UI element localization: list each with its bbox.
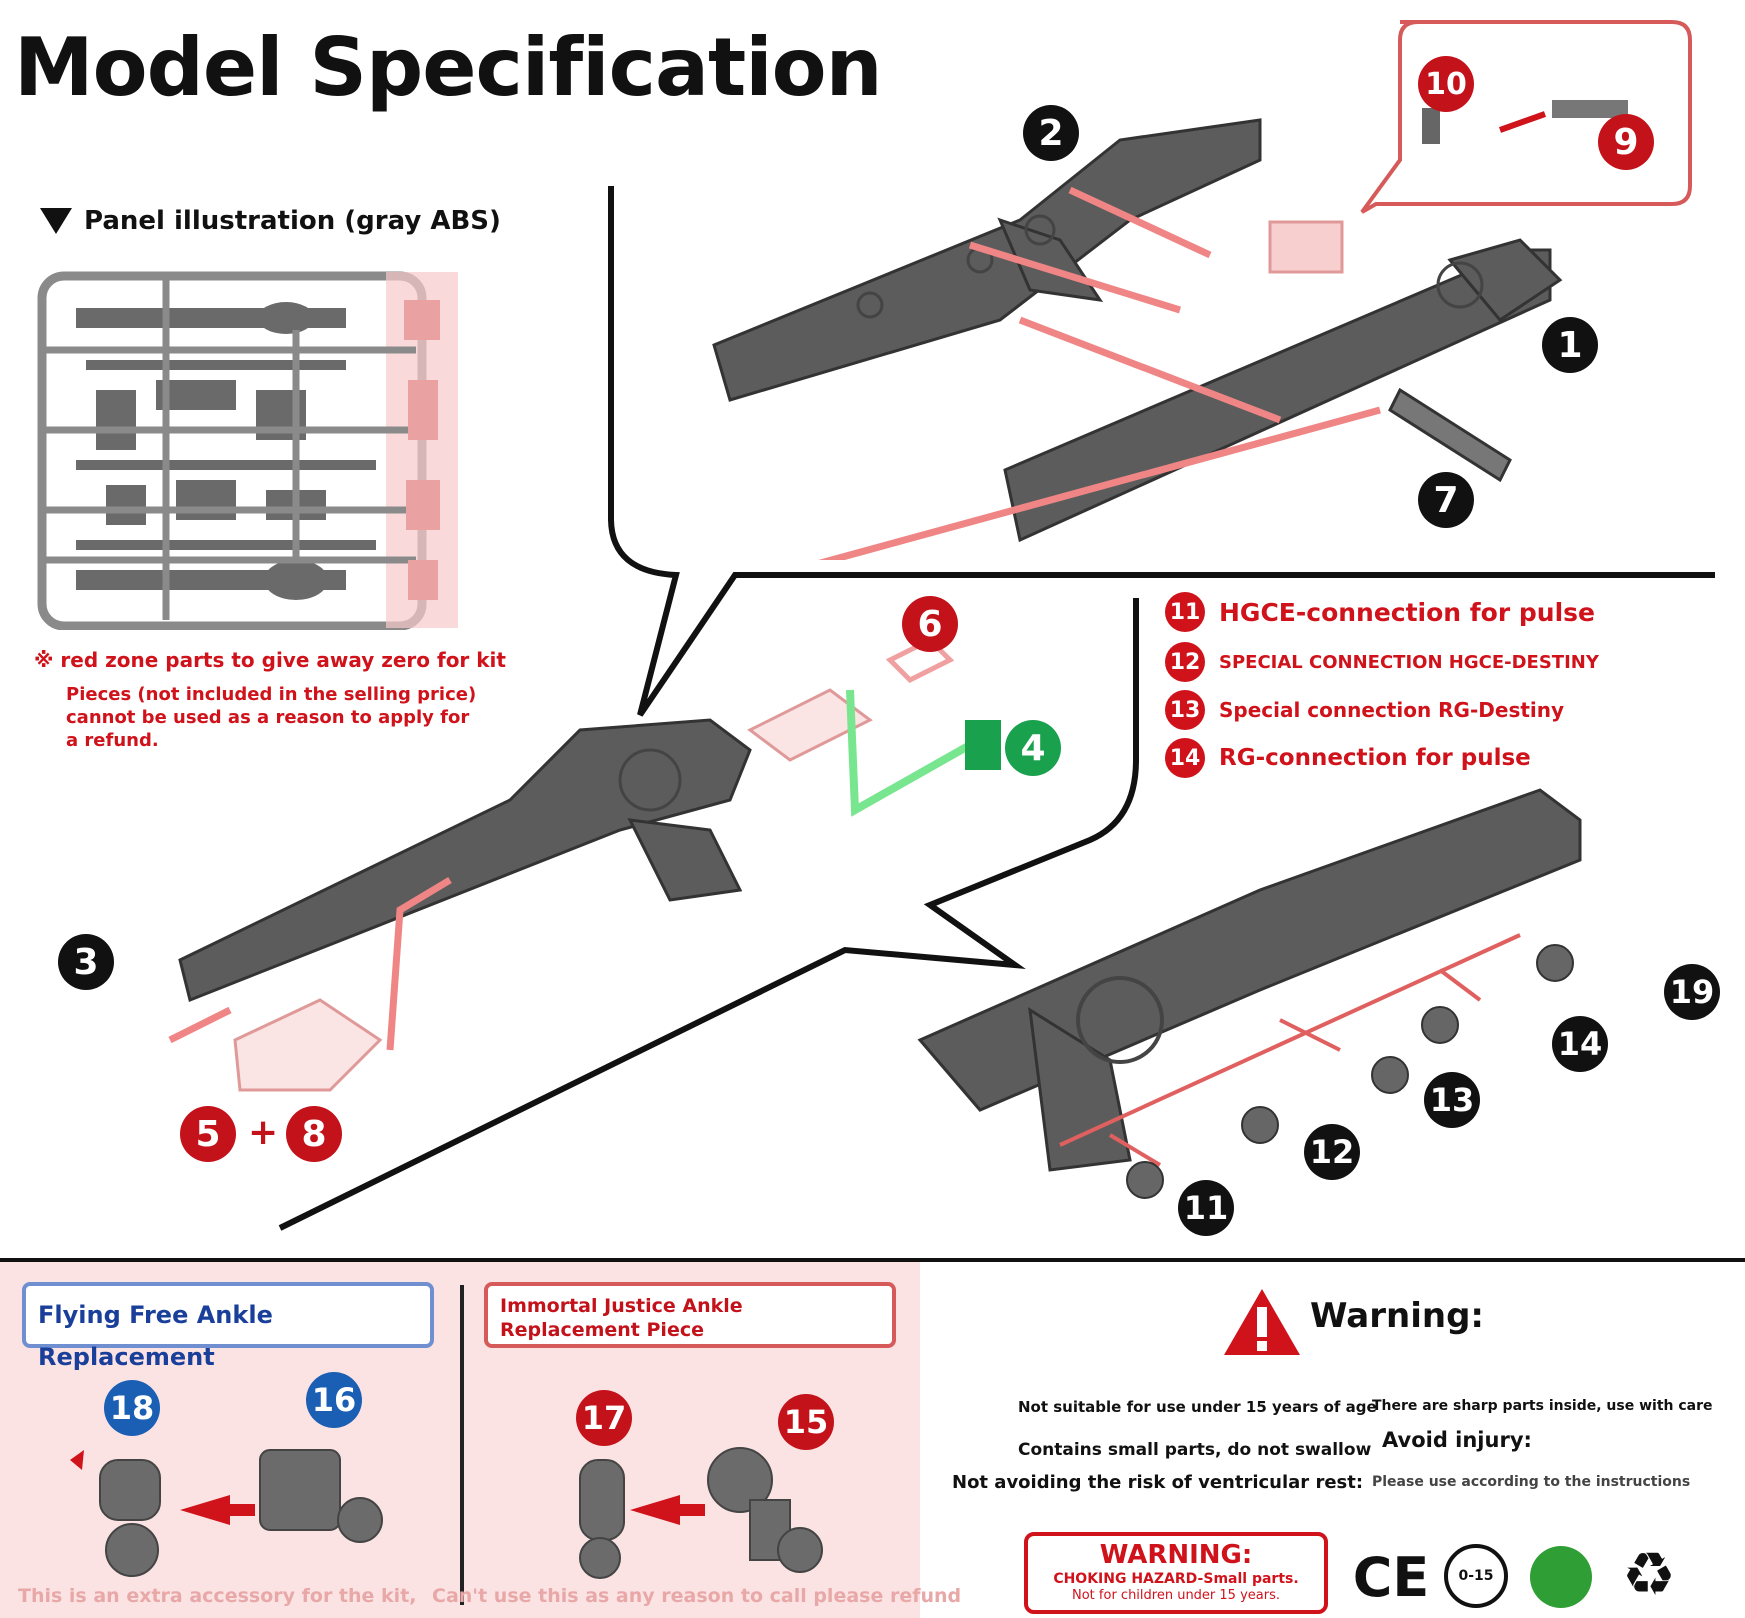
callout-11: 11 — [1178, 1180, 1234, 1236]
triangle-down-icon — [40, 208, 72, 234]
callout-3: 3 — [58, 934, 114, 990]
panel-label-text: Panel illustration (gray ABS) — [84, 206, 501, 236]
connection-item: 13 Special connection RG-Destiny — [1165, 690, 1564, 730]
callout-7: 7 — [1418, 472, 1474, 528]
speech-bubble-outline — [278, 20, 1715, 1231]
connection-item: 11 HGCE-connection for pulse — [1165, 592, 1595, 632]
page-title: Model Specification — [14, 21, 883, 114]
connection-item: 12 SPECIAL CONNECTION HGCE-DESTINY — [1165, 642, 1599, 682]
rifle-top-assembly — [712, 100, 1628, 560]
panel-label: Panel illustration (gray ABS) — [40, 206, 501, 236]
pink-part-icon — [1268, 220, 1344, 274]
connection-num: 11 — [1165, 592, 1205, 632]
section-divider — [0, 1258, 1745, 1262]
ankle-left-footer: This is an extra accessory for the kit, — [18, 1585, 417, 1607]
connection-item: 14 RG-connection for pulse — [1165, 738, 1531, 778]
callout-6: 6 — [902, 596, 958, 652]
ankle-divider — [460, 1285, 464, 1605]
warning-sharp: There are sharp parts inside, use with c… — [1372, 1398, 1713, 1414]
callout-10: 10 — [1418, 56, 1474, 112]
callout-18: 18 — [104, 1380, 160, 1436]
connection-text: SPECIAL CONNECTION HGCE-DESTINY — [1219, 651, 1599, 673]
callout-4: 4 — [1005, 720, 1061, 776]
sprue-illustration — [37, 271, 458, 630]
connection-text: Special connection RG-Destiny — [1219, 698, 1565, 722]
age-restriction-label: 0-15 — [1458, 1568, 1494, 1584]
choking-line1: CHOKING HAZARD-Small parts. — [1053, 1571, 1299, 1587]
rifle-bottom-assembly — [917, 788, 1582, 1199]
choking-title: WARNING: — [1099, 1540, 1253, 1570]
choking-hazard-box: WARNING: CHOKING HAZARD-Small parts. Not… — [1024, 1532, 1328, 1614]
immortal-justice-title: Immortal Justice Ankle Replacement Piece — [484, 1282, 896, 1348]
callout-9: 9 — [1598, 114, 1654, 170]
callout-12: 12 — [1304, 1124, 1360, 1180]
connection-text: RG-connection for pulse — [1219, 745, 1531, 771]
callout-2: 2 — [1023, 105, 1079, 161]
choking-line2: Not for children under 15 years. — [1072, 1588, 1280, 1603]
connection-num: 13 — [1165, 690, 1205, 730]
warning-age: Not suitable for use under 15 years of a… — [1018, 1398, 1377, 1416]
connection-num: 14 — [1165, 738, 1205, 778]
ce-mark-icon: CE — [1352, 1545, 1430, 1609]
warning-heading: Warning: — [1310, 1296, 1485, 1336]
callout-14: 14 — [1552, 1016, 1608, 1072]
callout-17: 17 — [576, 1390, 632, 1446]
warning-small-parts: Contains small parts, do not swallow — [1018, 1440, 1372, 1460]
callout-16: 16 — [306, 1372, 362, 1428]
callout-19: 19 — [1664, 964, 1720, 1020]
warning-avoid-injury: Avoid injury: — [1382, 1428, 1532, 1452]
refund-note: Pieces (not included in the selling pric… — [66, 684, 477, 751]
callout-5: 5 — [180, 1106, 236, 1162]
green-dot-recycle-icon — [1530, 1546, 1592, 1608]
callout-13: 13 — [1424, 1072, 1480, 1128]
callout-15: 15 — [778, 1394, 834, 1450]
connection-text: HGCE-connection for pulse — [1219, 597, 1595, 627]
flying-free-title: Flying Free Ankle Replacement — [22, 1282, 434, 1371]
ankle-parts-illustration — [70, 1447, 823, 1579]
warning-ventricular: Not avoiding the risk of ventricular res… — [952, 1472, 1364, 1493]
callout-8: 8 — [286, 1106, 342, 1162]
rifle-middle-assembly — [168, 636, 1001, 1092]
plus-sign: + — [248, 1112, 279, 1153]
callout-1: 1 — [1542, 317, 1598, 373]
age-restriction-icon: 0-15 — [1444, 1544, 1508, 1608]
red-zone-note: ※ red zone parts to give away zero for k… — [34, 648, 506, 672]
connection-num: 12 — [1165, 642, 1205, 682]
ankle-right-footer: Can't use this as any reason to call ple… — [432, 1585, 962, 1607]
recycle-icon: ♻ — [1622, 1540, 1676, 1610]
warning-instructions: Please use according to the instructions — [1372, 1474, 1691, 1490]
warning-triangle-icon — [1224, 1289, 1300, 1355]
